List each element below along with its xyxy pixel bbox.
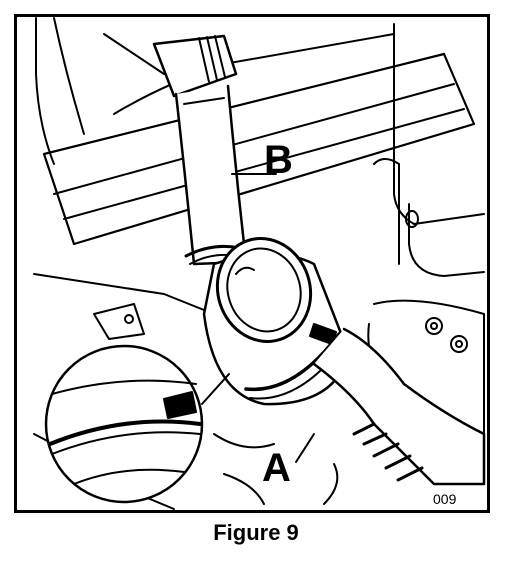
leader-a xyxy=(295,433,315,463)
figure-caption: Figure 9 xyxy=(213,520,299,545)
cross-beam-ridge xyxy=(53,83,455,195)
inset-clamp-band-2 xyxy=(51,431,201,455)
block-bolt-1-center xyxy=(430,322,438,330)
callout-b: B xyxy=(264,138,293,182)
hose-clamp-lower xyxy=(244,332,341,392)
cross-beam xyxy=(42,52,476,246)
inset-leader xyxy=(201,373,230,405)
bracket-hole xyxy=(124,314,134,324)
fitting-opening-outer xyxy=(215,237,313,343)
block-bolt-2 xyxy=(450,335,468,353)
hose-connector-upper xyxy=(152,34,238,98)
connector-rib-3 xyxy=(214,35,226,78)
right-rib xyxy=(373,158,400,265)
inset-hose-top xyxy=(51,379,197,395)
upper-bracket-line xyxy=(103,33,165,75)
engine-bay-line-drawing xyxy=(14,14,490,513)
fitting-opening-inner xyxy=(226,247,302,333)
figure-code: 009 xyxy=(433,491,457,507)
connector-rib-2 xyxy=(206,36,218,81)
inset-clamp-screw xyxy=(163,391,197,419)
lower-panel-line xyxy=(33,273,215,315)
hose-a xyxy=(312,327,486,486)
small-bracket xyxy=(93,303,145,340)
lower-shading xyxy=(213,433,339,505)
inset-hose-bottom xyxy=(73,468,185,485)
figure-illustration xyxy=(14,14,490,513)
left-frame-line xyxy=(35,17,55,165)
fitting-highlight xyxy=(235,266,255,275)
housing-bolt xyxy=(405,210,419,228)
block-bolt-2-center xyxy=(455,340,463,348)
block-bolt-1 xyxy=(425,317,443,335)
hose-b-band xyxy=(183,97,225,105)
left-frame-line-2 xyxy=(53,17,85,135)
callout-a: A xyxy=(262,446,291,490)
connector-rib-1 xyxy=(198,37,210,83)
inset-clamp-band xyxy=(48,419,202,446)
hose-a-hatching xyxy=(352,422,424,482)
right-housing-lower xyxy=(408,203,485,277)
cross-beam-ridge-2 xyxy=(63,108,465,220)
